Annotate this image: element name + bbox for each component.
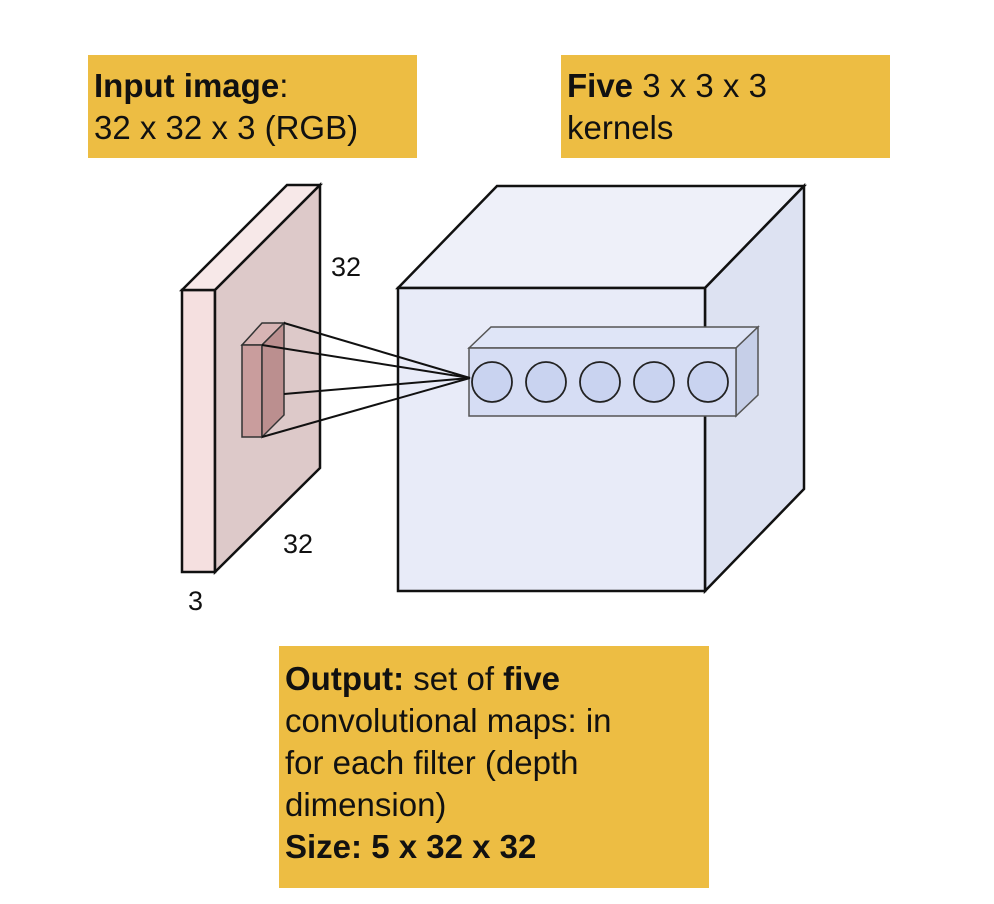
kernels-label-box: Five 3 x 3 x 3 kernels [561,55,890,158]
neuron-5 [687,361,729,403]
input-image-heading: Input image: [94,65,417,107]
connection-line [261,344,471,379]
kernels-size: 3 x 3 x 3 [633,67,767,104]
connection-lines [261,322,471,438]
connection-line [283,322,471,379]
output-line-1: Output: set of five [285,658,709,700]
receptive-field-front [241,344,263,438]
output-line-4: dimension) [285,786,447,823]
connection-line [261,377,471,438]
kernels-word: kernels [567,109,674,146]
neuron-4 [633,361,675,403]
neuron-group [471,361,729,403]
input-image-colon: : [279,67,289,104]
input-image-dimensions: 32 x 32 x 3 (RGB) [94,109,359,146]
input-slab-front [180,288,217,574]
output-size-line: Size: 5 x 32 x 32 [285,828,537,865]
output-title: Output: [285,660,405,697]
kernels-heading: Five 3 x 3 x 3 [567,65,890,107]
input-width-label: 32 [283,529,313,559]
receptive-field-side [261,321,285,439]
neuron-2 [525,361,567,403]
output-label-box: Output: set of five convolutional maps: … [279,646,709,888]
output-line1-bold: five [503,660,561,697]
neuron-column-top [467,326,760,349]
input-height-label: 32 [331,252,361,282]
connection-line [283,377,471,395]
neuron-3 [579,361,621,403]
output-line-2: convolutional maps: in [285,702,612,739]
output-line-3: for each filter (depth [285,744,579,781]
neuron-1 [471,361,513,403]
input-image-title: Input image [94,67,280,104]
input-image-label-box: Input image: 32 x 32 x 3 (RGB) [88,55,417,158]
input-depth-label: 3 [188,586,203,616]
output-line1-text: set of [404,660,504,697]
kernels-count: Five [567,67,634,104]
